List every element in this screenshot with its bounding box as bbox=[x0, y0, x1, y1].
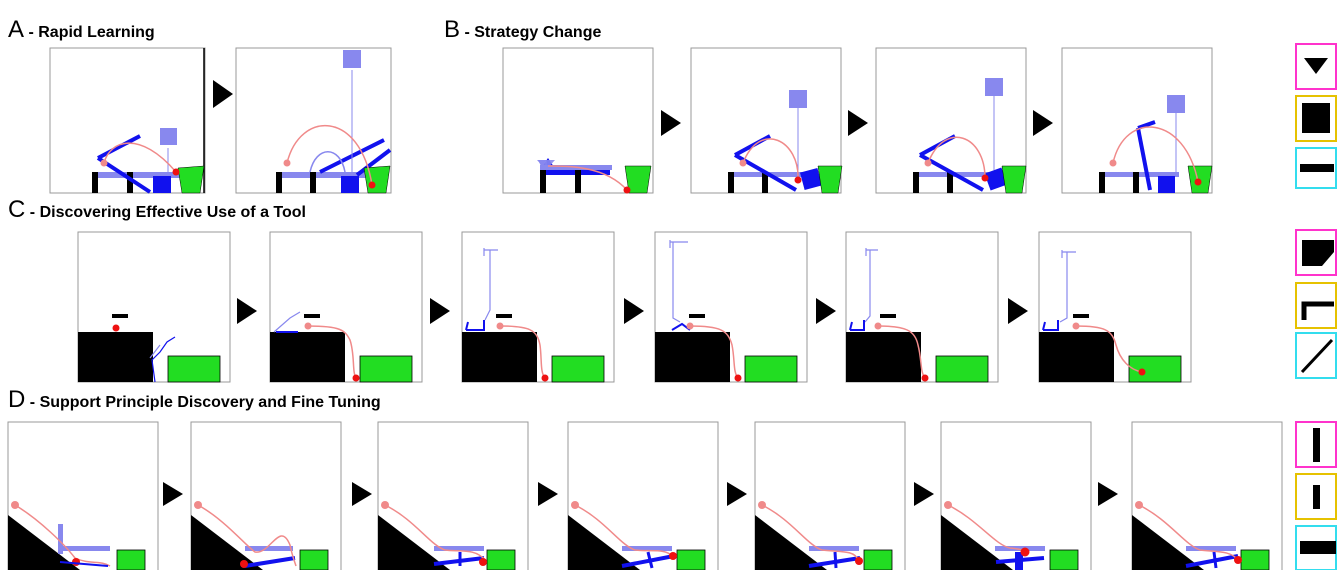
frame-c3 bbox=[461, 231, 615, 383]
triangle-tool-icon bbox=[1295, 43, 1337, 90]
section-d-letter: D bbox=[8, 386, 26, 413]
section-a-title: A - Rapid Learning bbox=[8, 16, 155, 44]
arrow-d6 bbox=[1098, 482, 1118, 506]
frame-d7 bbox=[1131, 421, 1283, 570]
arrow-c4 bbox=[816, 298, 836, 324]
frame-d2 bbox=[190, 421, 342, 570]
section-c-title: C - Discovering Effective Use of a Tool bbox=[8, 196, 306, 224]
arrow-d1 bbox=[163, 482, 183, 506]
arrow-c3 bbox=[624, 298, 644, 324]
section-b-label: - Strategy Change bbox=[460, 24, 602, 41]
arrow-d5 bbox=[914, 482, 934, 506]
bar-tool-icon bbox=[1295, 147, 1337, 189]
section-c-label: - Discovering Effective Use of a Tool bbox=[25, 204, 306, 221]
frame-c2 bbox=[269, 231, 423, 383]
arrow-b2 bbox=[848, 110, 868, 136]
arrow-c2 bbox=[430, 298, 450, 324]
arrow-c5 bbox=[1008, 298, 1028, 324]
arrow-b1 bbox=[661, 110, 681, 136]
section-a-frames bbox=[49, 47, 392, 194]
section-d-frames bbox=[7, 421, 1283, 570]
section-b-title: B - Strategy Change bbox=[444, 16, 601, 44]
section-b-letter: B bbox=[444, 16, 461, 43]
frame-a1 bbox=[49, 47, 206, 194]
arrow-d2 bbox=[352, 482, 372, 506]
frame-b1 bbox=[502, 47, 654, 194]
frame-b2 bbox=[690, 47, 843, 194]
section-d-label: - Support Principle Discovery and Fine T… bbox=[25, 394, 381, 411]
arrow-c1 bbox=[237, 298, 257, 324]
frame-d3 bbox=[377, 421, 529, 570]
frame-d5 bbox=[754, 421, 906, 570]
diagonal-line-tool-icon bbox=[1295, 332, 1337, 379]
frame-c1 bbox=[77, 231, 231, 383]
wedge-tool-icon bbox=[1295, 229, 1337, 276]
hook-tool-icon bbox=[1295, 282, 1337, 329]
frame-d4 bbox=[567, 421, 719, 570]
frame-d1 bbox=[7, 421, 159, 570]
arrow-b3 bbox=[1033, 110, 1053, 136]
frame-b3 bbox=[875, 47, 1027, 194]
square-tool-icon bbox=[1295, 95, 1337, 142]
section-a-label: - Rapid Learning bbox=[24, 24, 155, 41]
arrow-a1 bbox=[213, 80, 233, 108]
arrow-d3 bbox=[538, 482, 558, 506]
frame-c6 bbox=[1038, 231, 1192, 383]
tool-legend bbox=[1295, 43, 1337, 570]
frame-b4 bbox=[1061, 47, 1213, 194]
section-b-frames bbox=[502, 47, 1213, 194]
short-bar-tool-icon bbox=[1295, 473, 1337, 520]
arrow-d4 bbox=[727, 482, 747, 506]
frame-c5 bbox=[845, 231, 999, 383]
frame-c4 bbox=[654, 231, 808, 383]
wide-bar-tool-icon bbox=[1295, 525, 1337, 570]
tall-bar-tool-icon bbox=[1295, 421, 1337, 468]
section-c-frames bbox=[77, 231, 1192, 383]
section-a-letter: A bbox=[8, 16, 25, 43]
frame-a2 bbox=[235, 47, 392, 194]
section-c-letter: C bbox=[8, 196, 26, 223]
frame-d6 bbox=[940, 421, 1092, 570]
section-d-title: D - Support Principle Discovery and Fine… bbox=[8, 386, 381, 414]
